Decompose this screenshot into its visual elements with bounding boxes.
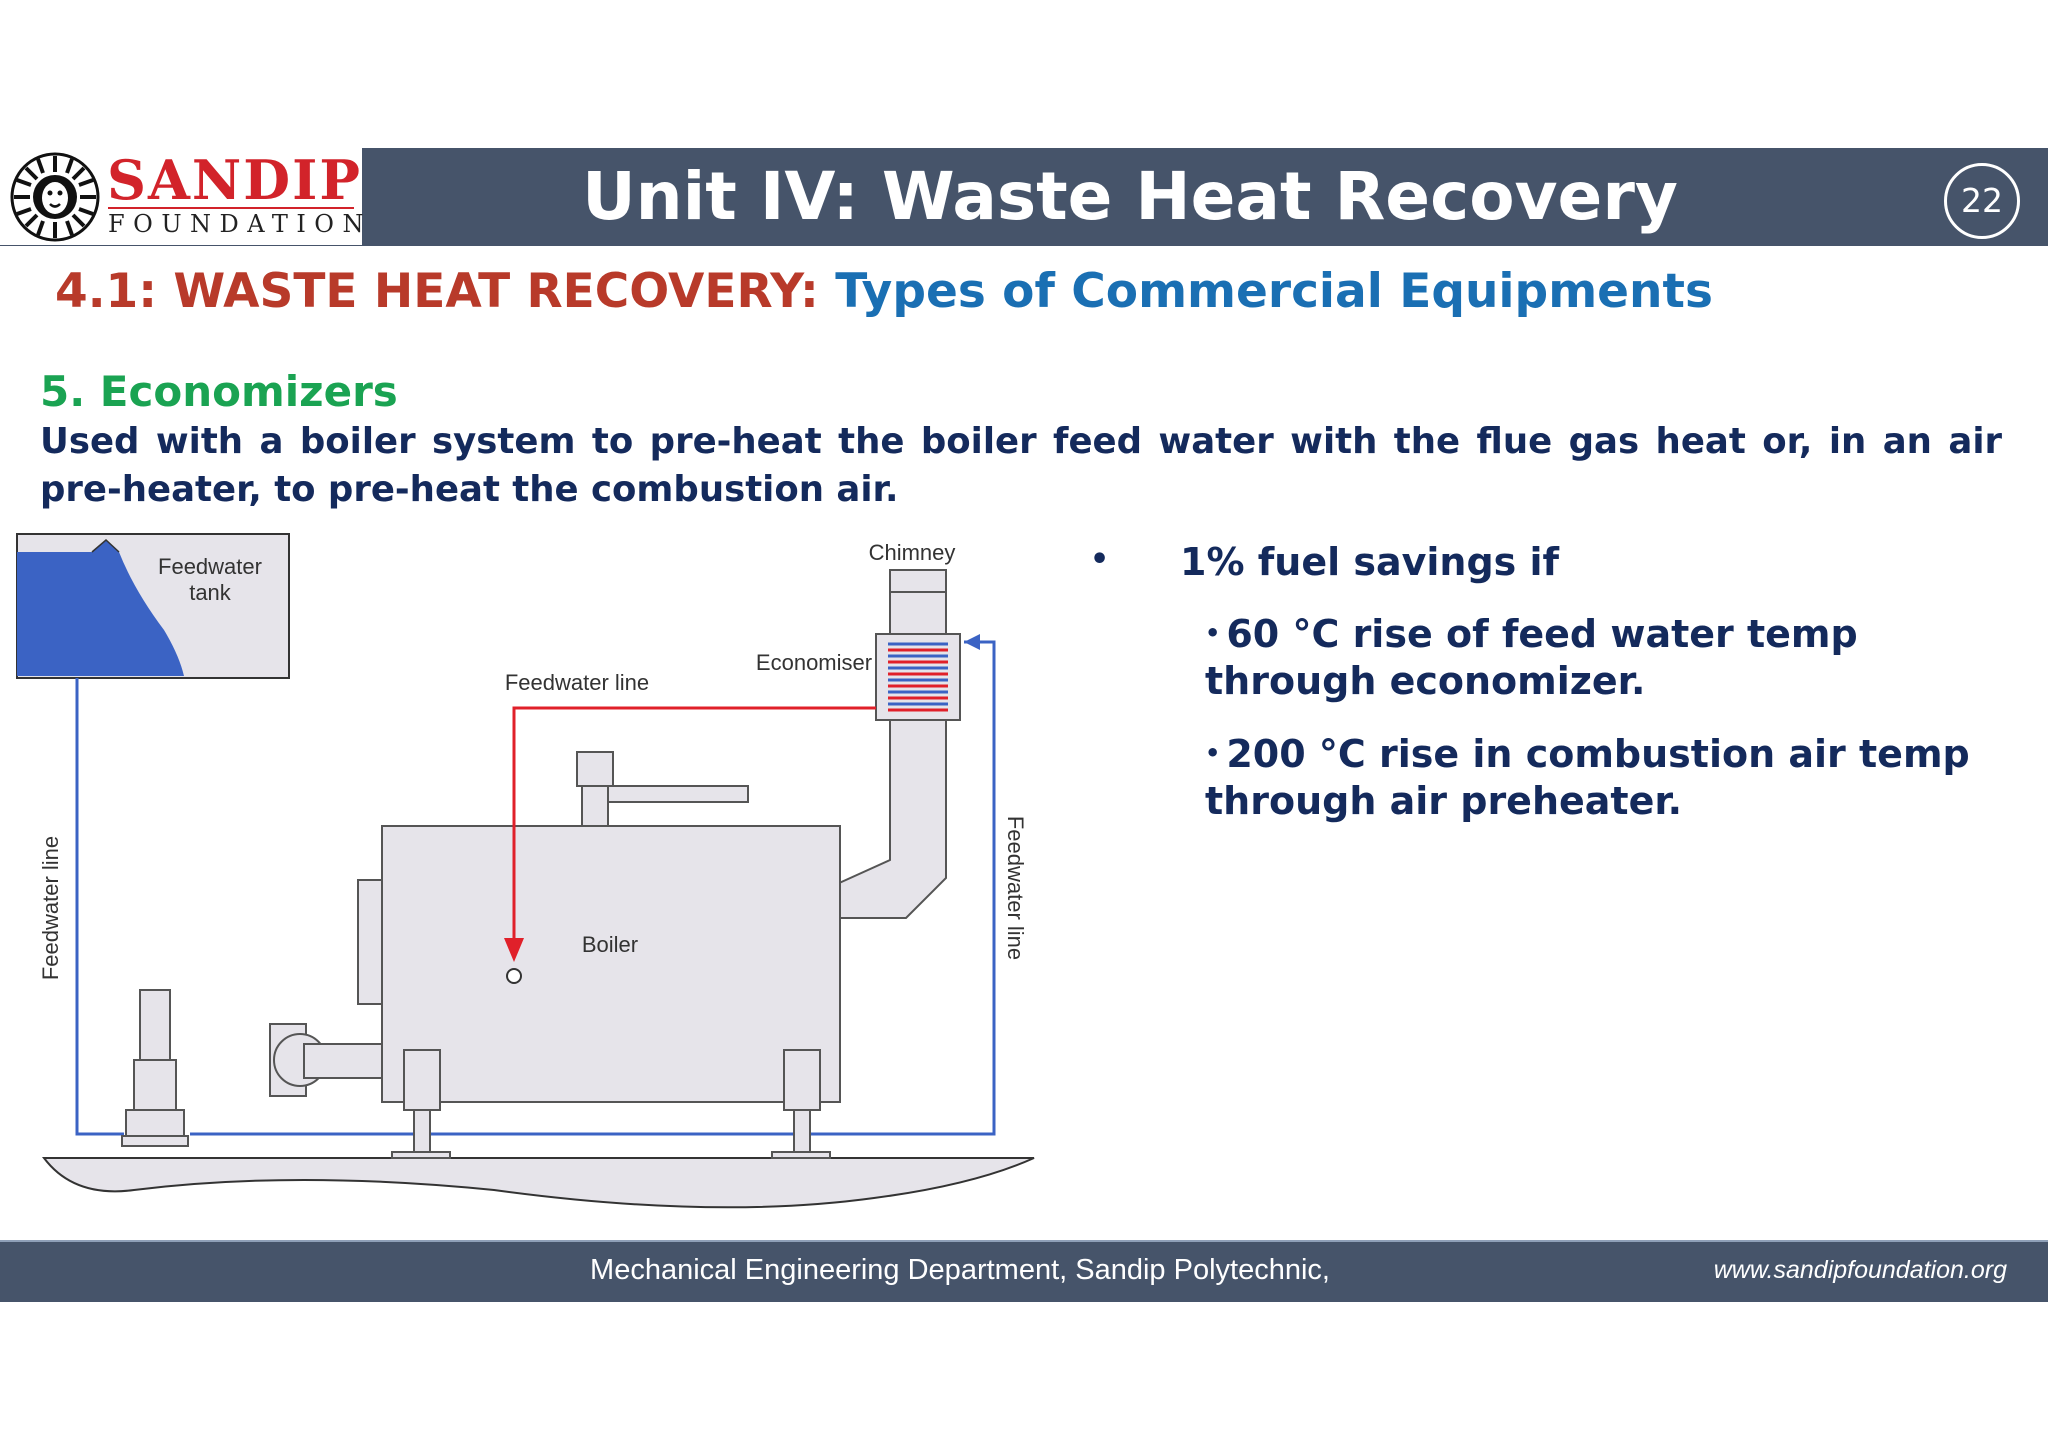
page-number-badge: 22 (1944, 163, 2020, 239)
bullet-sub-1-text: 60 °C rise of feed water temp through ec… (1205, 612, 1858, 703)
economizer-diagram: Feedwater tank Boiler (16, 533, 1035, 1209)
bullet-sub-2-text: 200 °C rise in combustion air temp throu… (1205, 732, 1970, 823)
bullet-dot-icon: • (1090, 542, 1110, 577)
bullet-main-text: 1% fuel savings if (1180, 540, 1560, 584)
header-bar (362, 148, 2048, 245)
feedwater-line-right-label: Feedwater line (1003, 816, 1028, 960)
flow-arrow-icon (964, 634, 980, 650)
tank-label-line1: Feedwater (158, 554, 262, 579)
section-heading: 4.1: WASTE HEAT RECOVERY: Types of Comme… (55, 262, 1713, 322)
feed-pump (121, 989, 189, 1147)
feedwater-line-red (512, 706, 876, 952)
economiser-label: Economiser (756, 650, 872, 675)
footer-website-link[interactable]: www.sandipfoundation.org (1713, 1256, 2007, 1284)
economiser-coils (888, 642, 948, 706)
tank-label-line2: tank (189, 580, 232, 605)
boiler-label: Boiler (582, 932, 638, 957)
boiler (269, 751, 841, 1159)
chimney-label: Chimney (869, 540, 956, 565)
bullet-sub-2: •200 °C rise in combustion air temp thro… (1205, 730, 2005, 825)
footer-department: Mechanical Engineering Department, Sandi… (590, 1254, 1330, 1346)
economiser-coils-red (888, 648, 948, 712)
ground (41, 1157, 1035, 1209)
intro-paragraph: Used with a boiler system to pre-heat th… (40, 421, 2002, 510)
chimney (836, 569, 961, 919)
bullet-sub-1: •60 °C rise of feed water temp through e… (1205, 610, 2005, 705)
logo-subtitle: FOUNDATION (108, 210, 372, 238)
logo-wordmark: SANDIP (107, 148, 362, 212)
arrow-down-icon (504, 938, 524, 962)
section-topic: Types of Commercial Equipments (835, 264, 1713, 319)
feedwater-line-left-label: Feedwater line (38, 836, 63, 980)
section-prefix: 4.1: WASTE HEAT RECOVERY: (55, 264, 819, 319)
sub-bullet-dot-icon: • (1205, 619, 1221, 647)
feedwater-line-top-label: Feedwater line (505, 670, 649, 695)
slide-title: Unit IV: Waste Heat Recovery (582, 158, 1678, 235)
header-divider (0, 243, 2048, 246)
logo-rule (108, 207, 354, 209)
feedwater-tank: Feedwater tank (16, 533, 290, 679)
footer-bar (0, 1240, 2048, 1302)
lion-emblem-icon (10, 152, 100, 242)
sub-bullet-dot-icon: • (1205, 739, 1221, 767)
inlet-circle-icon (506, 968, 522, 984)
subheading: 5. Economizers (40, 367, 398, 416)
